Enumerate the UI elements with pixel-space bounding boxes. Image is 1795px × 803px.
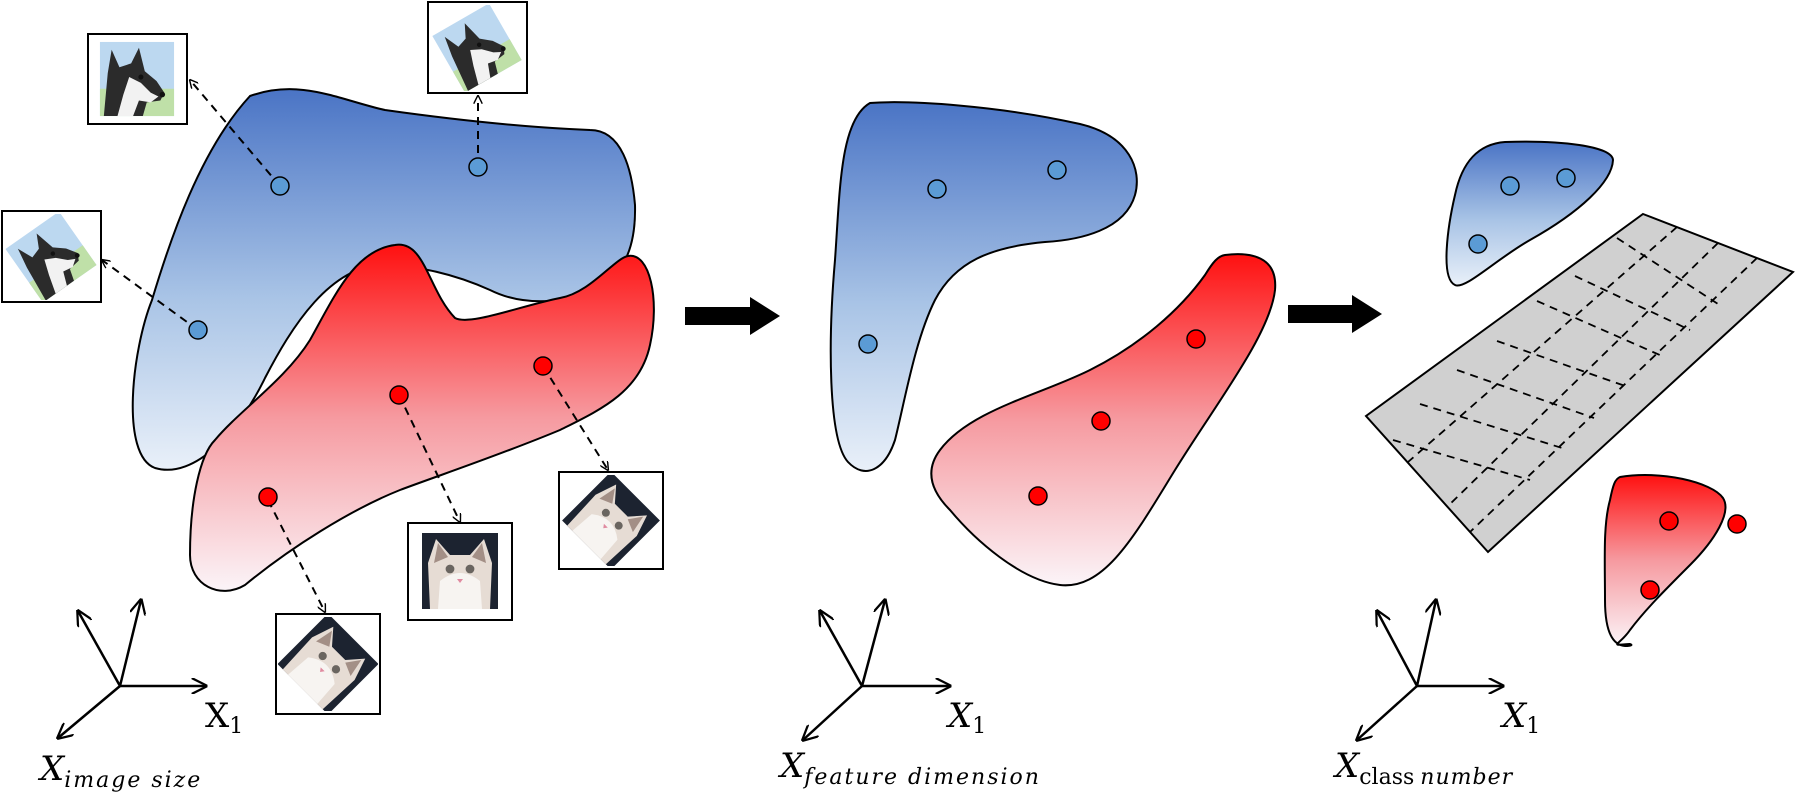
dog-class-region (829, 101, 1138, 472)
dashed-arrow (102, 260, 199, 331)
cat-sample-point (1028, 486, 1048, 506)
cat-sample-point (533, 356, 553, 376)
axes-icon (58, 600, 206, 738)
right-arrow-icon (685, 297, 780, 335)
cat-sample-point (258, 487, 278, 507)
cat-image-icon (422, 533, 498, 609)
dog-image-thumbnail (427, 1, 528, 94)
cat-sample-point (1091, 411, 1111, 431)
cat-image-thumbnail (558, 471, 664, 570)
dog-sample-point (1500, 176, 1520, 196)
axes-icon (803, 600, 950, 740)
decision-plane (1364, 212, 1795, 554)
dog-sample-point (270, 176, 290, 196)
axes-icon (1357, 600, 1503, 740)
cat-sample-point (1640, 580, 1660, 600)
dog-class-region (131, 88, 637, 471)
axis-label-x1: X1 (945, 696, 986, 739)
feature-space-panel: X1 Xfeature dimension (777, 101, 1277, 790)
dog-sample-point (1468, 234, 1488, 254)
cat-sample-point (1659, 511, 1679, 531)
dog-image-thumbnail (1, 210, 102, 303)
axis-label-x-image-size: Ximage size (37, 749, 202, 793)
dashed-arrow (267, 499, 325, 612)
axis-label-x1: X1 (1499, 696, 1540, 739)
dog-sample-point (188, 320, 208, 340)
dog-image-icon (99, 41, 175, 117)
cat-image-thumbnail (407, 522, 513, 621)
dashed-arrow (398, 394, 460, 522)
axis-label-x1: X1 (205, 696, 243, 739)
right-arrow-icon (1288, 295, 1382, 333)
input-space-panel: X1 Ximage size (1, 1, 664, 793)
dashed-arrow (542, 365, 608, 470)
cat-class-region (188, 243, 655, 592)
cat-class-region (1603, 473, 1727, 648)
dog-sample-point (858, 334, 878, 354)
axis-label-x-feature-dimension: Xfeature dimension (777, 746, 1041, 790)
cat-sample-point (389, 385, 409, 405)
dog-sample-point (927, 179, 947, 199)
decision-plane-grid (1392, 226, 1758, 533)
cat-image-thumbnail (275, 613, 381, 715)
dog-sample-point (1556, 168, 1576, 188)
dashed-arrow (190, 80, 281, 187)
dog-sample-point (468, 157, 488, 177)
cat-sample-point (1727, 514, 1747, 534)
dog-sample-point (1047, 160, 1067, 180)
dog-image-thumbnail (87, 33, 188, 125)
cat-sample-point (1186, 329, 1206, 349)
